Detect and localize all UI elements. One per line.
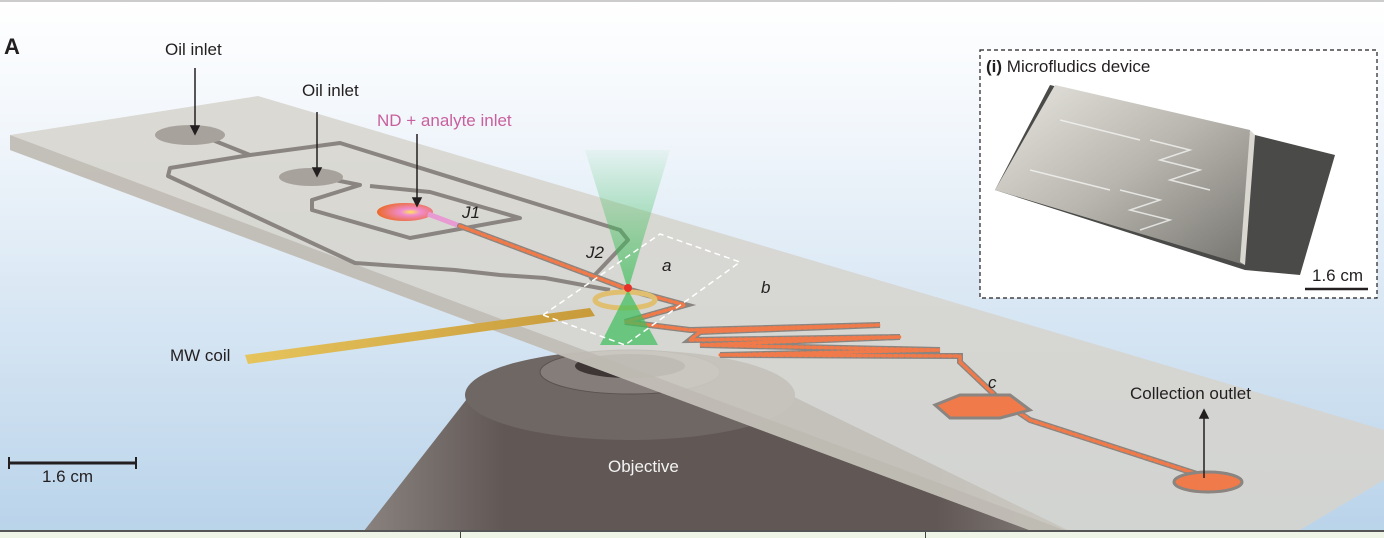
droplet-chamber <box>932 393 1034 420</box>
collection-outlet-well <box>1172 470 1244 494</box>
bottom-table-border <box>0 530 1384 538</box>
oil-inlet-2-well <box>279 168 343 186</box>
oil-inlet-1-well <box>155 125 225 145</box>
panel-label: A <box>4 34 20 59</box>
junction-j2-label: J2 <box>586 243 604 262</box>
nd-channel <box>427 211 461 229</box>
inset-scale-bar-label: 1.6 cm <box>1312 266 1364 285</box>
region-a-label: a <box>662 256 672 275</box>
oil-inlet-2-label: Oil inlet <box>302 81 359 100</box>
objective-label: Objective <box>608 457 679 476</box>
region-a-box <box>541 233 742 346</box>
oil-inlet-1-label: Oil inlet <box>165 40 222 59</box>
collection-outlet-label: Collection outlet <box>1130 384 1251 403</box>
scale-bar-label: 1.6 cm <box>42 467 94 486</box>
focal-spot <box>624 284 632 292</box>
nd-analyte-inlet-well <box>377 203 433 221</box>
mw-coil-label: MW coil <box>170 346 231 365</box>
label-arrows <box>189 68 1210 478</box>
laser-beam <box>585 150 670 290</box>
region-b-label: b <box>761 278 771 297</box>
inset-title: (i) Microfludics device <box>986 57 1150 77</box>
junction-j1-label: J1 <box>462 203 480 222</box>
region-c-label: c <box>988 373 997 392</box>
scale-bar <box>8 457 137 469</box>
inset-device-photo <box>995 85 1335 275</box>
inset-index: (i) <box>986 57 1003 76</box>
inset-title-text: Microfludics device <box>1006 57 1151 76</box>
droplet-channel <box>457 223 1203 478</box>
nd-analyte-inlet-label: ND + analyte inlet <box>377 111 512 130</box>
